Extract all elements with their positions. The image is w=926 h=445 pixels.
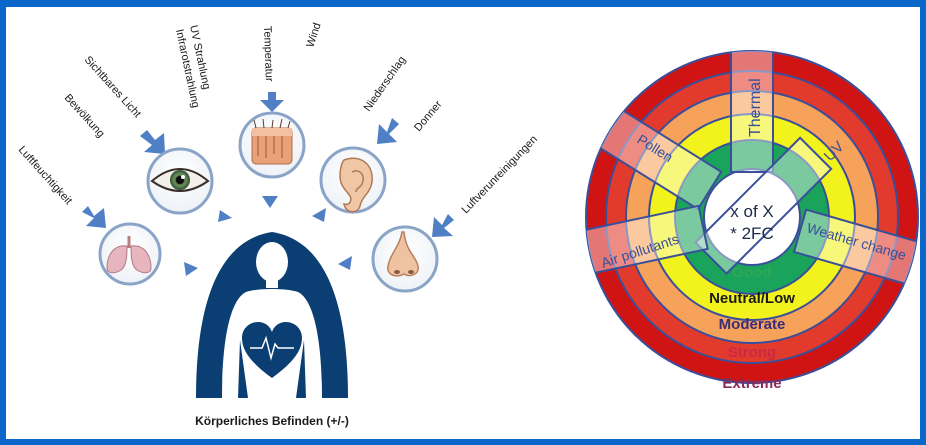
level-label-extreme: Extreme [722,375,781,392]
center-label-line2: * 2FC [730,224,773,243]
level-label-good: Good [732,264,771,281]
level-label-strong: Strong [728,344,776,361]
level-label-moderate: Moderate [719,316,786,333]
center-label-line1: x of X [730,202,773,221]
sector-label-thermal: Thermal [747,78,764,137]
level-label-neutral-low: Neutral/Low [709,290,795,307]
